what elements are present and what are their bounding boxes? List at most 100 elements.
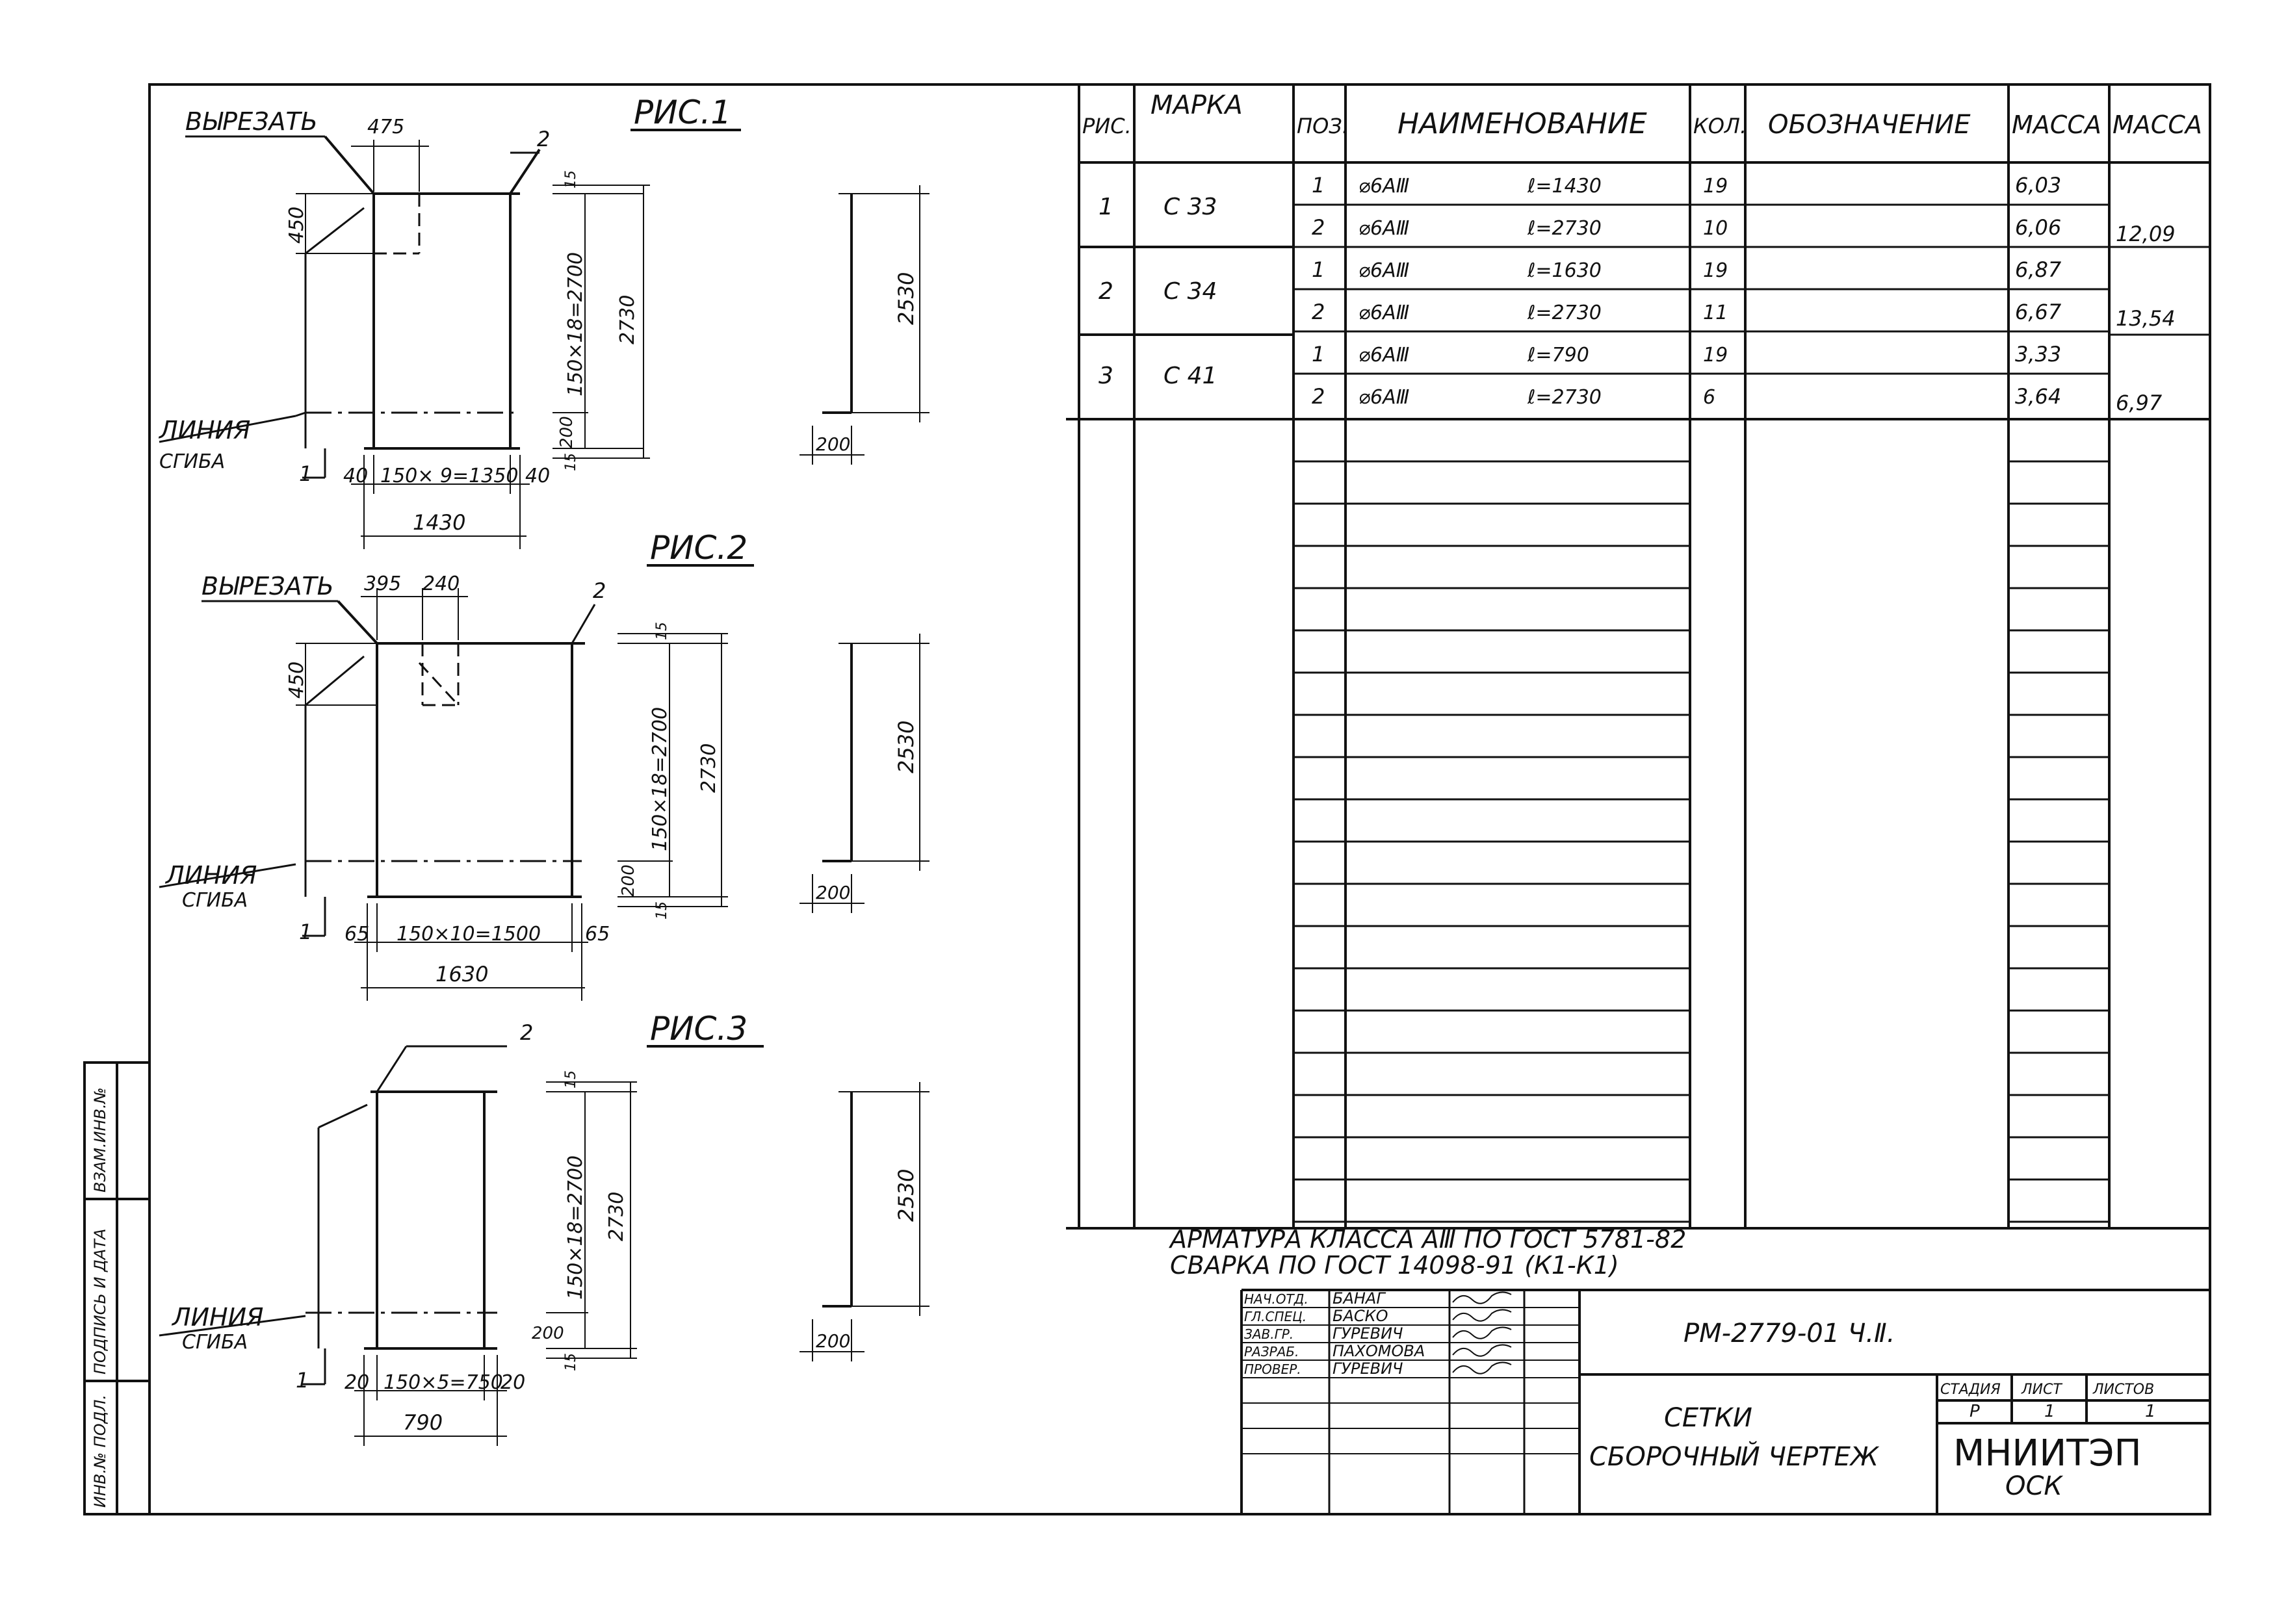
row-pos: 1 <box>1312 342 1325 367</box>
figure-1: РИС.1 ВЫРЕЗАТЬ <box>158 94 930 549</box>
header-fig: РИС. <box>1082 114 1132 138</box>
header-mass-total: МАССА <box>2112 110 2202 139</box>
notes: АРМАТУРА КЛАССА АⅢ ПО ГОСТ 5781-82 СВАРК… <box>1168 1225 1686 1280</box>
signature-icon <box>1452 1344 1512 1357</box>
dim-top-a: 395 <box>364 573 401 595</box>
header-designation: ОБОЗНАЧЕНИЕ <box>1768 110 1971 140</box>
figure-2: РИС.2 ВЫРЕЗАТЬ <box>159 529 930 1001</box>
stamp-label-1: ВЗАМ.ИНВ.№ <box>91 1087 109 1192</box>
bend-label-2: СГИБА <box>159 450 225 473</box>
dim-side-h: 2530 <box>894 721 918 773</box>
pos-bottom: 1 <box>296 1368 309 1393</box>
note-line-1: АРМАТУРА КЛАССА АⅢ ПО ГОСТ 5781-82 <box>1168 1225 1686 1254</box>
dim-outer-h: 2730 <box>697 743 720 793</box>
row-length: ℓ=790 <box>1527 344 1589 367</box>
row-name: ⌀6АⅢ <box>1358 259 1409 282</box>
dim-left: 450 <box>285 662 308 699</box>
row-name: ⌀6АⅢ <box>1358 175 1409 198</box>
row-mass: 6,67 <box>2015 300 2062 324</box>
row-pos: 2 <box>1312 384 1325 409</box>
row-qty: 11 <box>1703 302 1728 324</box>
dim-side-h: 2530 <box>894 272 918 325</box>
row-qty: 19 <box>1703 344 1728 367</box>
row-total: 13,54 <box>2116 306 2176 331</box>
stage-label: СТАДИЯ <box>1940 1382 2001 1398</box>
sheet-value: 1 <box>2044 1402 2055 1421</box>
dim-edge-bottom: 15 <box>654 901 670 920</box>
row-pos: 2 <box>1312 300 1325 324</box>
row-total: 12,09 <box>2116 222 2176 246</box>
stamp-row: РАЗРАБ.ПАХОМОВА <box>1244 1342 1512 1360</box>
dim-left-edge: 65 <box>344 923 369 946</box>
signature-icon <box>1452 1326 1512 1339</box>
table-row: 2 ⌀6АⅢ ℓ=2730 11 6,67 13,54 <box>1312 300 2176 331</box>
sheet-label: ЛИСТ <box>2021 1382 2062 1398</box>
row-mass: 3,64 <box>2015 384 2061 409</box>
dim-side-h: 2530 <box>894 1169 918 1222</box>
stamp-label-3: ИНВ.№ ПОДЛ. <box>91 1395 109 1508</box>
header-pos: ПОЗ. <box>1297 114 1349 138</box>
row-qty: 6 <box>1703 386 1715 409</box>
dim-outer-h: 2730 <box>605 1192 628 1241</box>
bend-label-1: ЛИНИЯ <box>171 1303 263 1332</box>
dim-right-edge: 20 <box>500 1371 525 1394</box>
row-pos: 1 <box>1312 257 1325 282</box>
dim-edge-top: 15 <box>563 1070 579 1089</box>
spec-table: РИС. МАРКА ПОЗ. НАИМЕНОВАНИЕ КОЛ. ОБОЗНА… <box>1066 83 2210 1230</box>
row-name: ⌀6АⅢ <box>1358 302 1409 324</box>
title-block: НАЧ.ОТД.БАНАГГЛ.СПЕЦ.БАСКОЗАВ.ГР.ГУРЕВИЧ… <box>1240 1289 2210 1514</box>
row-length: ℓ=2730 <box>1527 217 1602 240</box>
stamp-label-2: ПОДПИСЬ И ДАТА <box>91 1229 109 1374</box>
bend-label-1: ЛИНИЯ <box>164 861 257 890</box>
header-name: НАИМЕНОВАНИЕ <box>1398 107 1647 140</box>
dim-inner-h: 150×18=2700 <box>564 252 587 396</box>
dim-edge-top: 15 <box>654 622 670 640</box>
signature-icon <box>1452 1291 1512 1304</box>
stamp-role: НАЧ.ОТД. <box>1244 1291 1308 1307</box>
row-mark: С 34 <box>1164 278 1217 305</box>
dim-edge-bottom: 15 <box>563 453 579 471</box>
figure-title: РИС.2 <box>650 529 748 567</box>
dim-right-edge: 40 <box>525 465 550 487</box>
dim-side-w: 200 <box>816 433 850 455</box>
title-line-2: СБОРОЧНЫЙ ЧЕРТЕЖ <box>1589 1441 1880 1472</box>
dim-bottom-offset: 200 <box>532 1324 564 1343</box>
dim-inner-h: 150×18=2700 <box>564 1155 587 1300</box>
row-name: ⌀6АⅢ <box>1358 344 1409 367</box>
row-mark: С 41 <box>1164 363 1217 389</box>
stamp-row: ГЛ.СПЕЦ.БАСКО <box>1244 1307 1512 1325</box>
dim-top: 475 <box>367 116 404 138</box>
pos-top: 2 <box>593 578 606 603</box>
figure-title: РИС.1 <box>634 94 731 131</box>
row-mass: 6,06 <box>2015 215 2061 240</box>
ruled-lines <box>1294 203 2109 1223</box>
dim-overall-w: 790 <box>403 1410 443 1435</box>
dim-inner-w: 150×10=1500 <box>396 923 541 946</box>
binding-stamp-labels: ВЗАМ.ИНВ.№ ПОДПИСЬ И ДАТА ИНВ.№ ПОДЛ. <box>91 1087 109 1508</box>
cut-label: ВЫРЕЗАТЬ <box>185 107 318 136</box>
figure-title: РИС.3 <box>650 1010 748 1048</box>
row-name: ⌀6АⅢ <box>1358 217 1409 240</box>
dim-top-b: 240 <box>422 573 460 595</box>
dim-overall-w: 1630 <box>436 962 488 986</box>
stamp-name: ПАХОМОВА <box>1332 1342 1425 1360</box>
pos-top: 2 <box>520 1020 533 1045</box>
row-qty: 19 <box>1703 259 1728 282</box>
dim-left-edge: 20 <box>344 1371 369 1394</box>
sheets-value: 1 <box>2145 1402 2156 1421</box>
dim-left: 450 <box>285 207 308 244</box>
row-length: ℓ=2730 <box>1527 302 1602 324</box>
stamp-role: ЗАВ.ГР. <box>1244 1326 1294 1342</box>
header-qty: КОЛ. <box>1693 114 1747 138</box>
cut-label: ВЫРЕЗАТЬ <box>202 572 334 600</box>
row-length: ℓ=1430 <box>1527 175 1602 198</box>
stamp-name: БАСКО <box>1332 1307 1388 1325</box>
pos-top: 2 <box>537 127 550 151</box>
dim-side-w: 200 <box>816 882 850 903</box>
bend-label-2: СГИБА <box>182 889 248 912</box>
stamp-name: ГУРЕВИЧ <box>1332 1360 1403 1378</box>
